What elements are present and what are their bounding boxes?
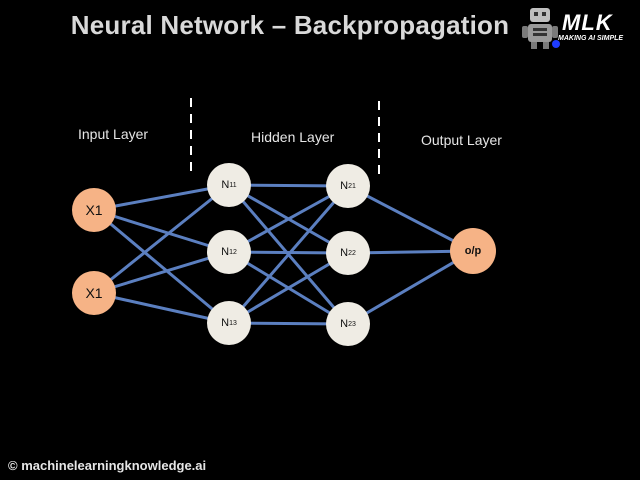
input-node-2-label: X1	[85, 285, 103, 301]
node-n12-base: N	[221, 246, 230, 258]
output-node-label: o/p	[464, 245, 482, 257]
edge-x1b-n11	[92, 183, 231, 295]
logo-tagline: MAKING AI SIMPLE	[558, 35, 624, 42]
edge-x1a-n13	[92, 208, 231, 325]
hidden-layer-label: Hidden Layer	[251, 129, 335, 145]
edge-n13-n21	[227, 184, 350, 325]
edge-n23-op	[346, 249, 475, 326]
robot-icon	[522, 8, 560, 49]
node-n11-base: N	[221, 179, 230, 191]
logo-text: MLK	[562, 10, 613, 35]
node-n23-sub: 23	[348, 320, 356, 328]
node-n22-base: N	[340, 247, 349, 259]
node-n23-base: N	[340, 318, 349, 330]
node-n13-sub: 13	[229, 319, 237, 327]
edge-x1a-n12	[92, 208, 231, 254]
input-node-2: X1	[72, 271, 116, 315]
node-n21-sub: 21	[348, 182, 356, 190]
node-n21-base: N	[340, 180, 349, 192]
input-layer-label: Input Layer	[78, 126, 149, 142]
output-node: o/p	[450, 228, 496, 274]
edge-x1b-n12	[92, 250, 231, 295]
edge-n13-n22	[227, 251, 350, 325]
edge-x1b-n13	[92, 291, 231, 325]
node-n12-sub: 12	[229, 248, 237, 256]
input-node-1: X1	[72, 188, 116, 232]
node-n11-sub: 11	[229, 181, 237, 189]
mlk-logo: MLK MAKING AI SIMPLE	[520, 6, 636, 50]
input-node-1-label: X1	[85, 202, 103, 218]
node-n13-base: N	[221, 317, 230, 329]
edge-x1a-n11	[92, 183, 231, 212]
output-layer-label: Output Layer	[421, 132, 502, 148]
node-n22-sub: 22	[348, 249, 356, 257]
copyright-footer: © machinelearningknowledge.ai	[8, 458, 207, 473]
diagram-title: Neural Network – Backpropagation	[70, 10, 510, 40]
